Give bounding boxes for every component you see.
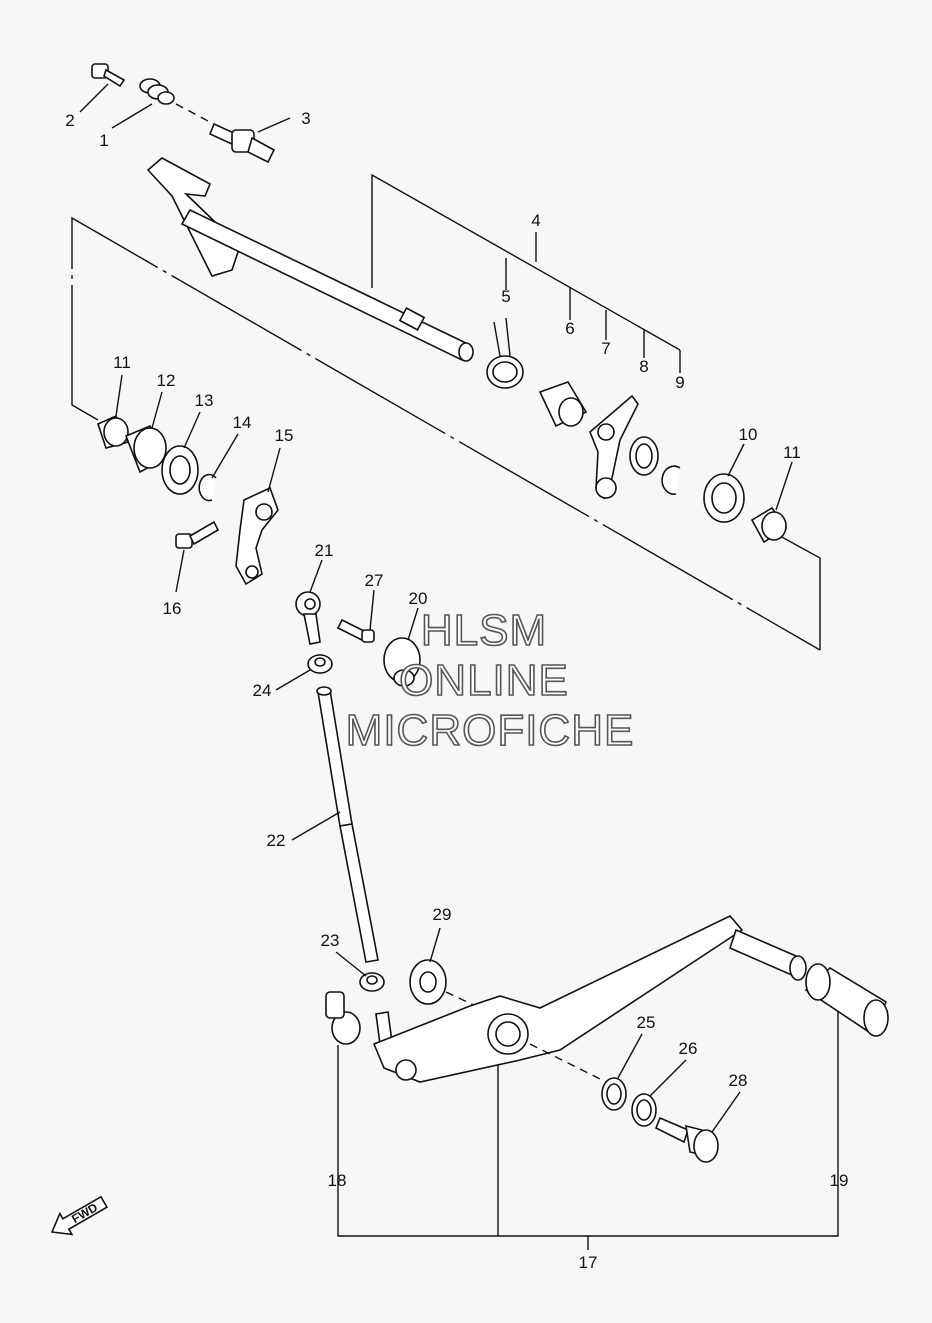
assembly-17-bracket	[337, 1005, 839, 1250]
callout-14: 14	[233, 413, 252, 432]
callout-28: 28	[729, 1071, 748, 1090]
part-1-spring	[139, 78, 211, 123]
part-20-ball-joint	[383, 637, 421, 687]
part-18-clevis	[325, 991, 393, 1045]
callout-19: 19	[830, 1171, 849, 1190]
part-29-washer	[409, 959, 481, 1009]
callout-24: 24	[253, 681, 272, 700]
watermark: HLSM ONLINE MICROFICHE	[345, 605, 635, 756]
callout-20: 20	[409, 589, 428, 608]
part-3-stud-bolt	[208, 122, 276, 164]
part-21-rod-end	[295, 591, 321, 645]
shift-shaft	[146, 157, 474, 362]
part-22-shift-rod	[316, 686, 379, 963]
callout-11-right: 11	[783, 443, 801, 462]
callout-16: 16	[163, 599, 182, 618]
callout-7: 7	[601, 339, 610, 358]
part-23-nut	[359, 972, 385, 992]
callout-2: 2	[65, 111, 74, 130]
callout-4: 4	[531, 211, 540, 230]
callout-6: 6	[565, 319, 574, 338]
part-13-washer	[161, 445, 199, 495]
watermark-line-2: ONLINE	[399, 656, 569, 705]
part-17-shift-pedal	[372, 915, 807, 1085]
part-12-collar	[124, 424, 168, 474]
callout-22: 22	[267, 831, 286, 850]
part-9-circlip	[661, 465, 681, 495]
callout-5: 5	[501, 287, 510, 306]
part-26-washer	[631, 1093, 657, 1127]
callout-10: 10	[739, 425, 758, 444]
callout-25: 25	[637, 1013, 656, 1032]
part-10-washer	[703, 473, 745, 523]
callout-11-left: 11	[113, 353, 131, 372]
callout-21: 21	[315, 541, 334, 560]
fwd-arrow-icon: FWD	[50, 1195, 109, 1236]
part-25-washer	[601, 1077, 627, 1111]
shaft-outline-box	[71, 216, 821, 651]
callout-18: 18	[328, 1171, 347, 1190]
part-7-arm	[589, 394, 639, 500]
part-24-nut	[307, 654, 333, 674]
callout-23: 23	[321, 931, 340, 950]
callout-12: 12	[157, 371, 176, 390]
part-11-bearing-right	[750, 506, 788, 544]
callout-27: 27	[365, 571, 384, 590]
callout-13: 13	[195, 391, 214, 410]
callout-labels: 1 2 3 4 5 6 7 8 9 10 11 11 12 13 14 15 1…	[65, 109, 848, 1272]
part-19-pedal-rubber	[804, 963, 889, 1037]
callout-3: 3	[301, 109, 310, 128]
callout-8: 8	[639, 357, 648, 376]
part-16-bolt	[175, 520, 220, 549]
callout-15: 15	[275, 426, 294, 445]
callout-9: 9	[675, 373, 684, 392]
callout-29: 29	[433, 905, 452, 924]
part-28-pivot-bolt	[654, 1116, 719, 1163]
watermark-line-3: MICROFICHE	[346, 706, 635, 755]
part-8-washer	[629, 436, 659, 476]
part-5-spring	[486, 317, 524, 389]
callout-1: 1	[99, 131, 108, 150]
part-2-bolt	[91, 63, 126, 88]
part-14-circlip	[198, 473, 217, 502]
part-11-bearing-left	[97, 414, 130, 449]
assembly-4-bracket	[371, 173, 681, 373]
watermark-line-1: HLSM	[421, 606, 547, 655]
part-27-bolt	[336, 618, 375, 643]
callout-26: 26	[679, 1039, 698, 1058]
callout-17: 17	[579, 1253, 598, 1272]
part-6-collar	[538, 381, 588, 428]
part-15-lever	[235, 486, 279, 586]
leader-lines	[79, 83, 793, 1133]
